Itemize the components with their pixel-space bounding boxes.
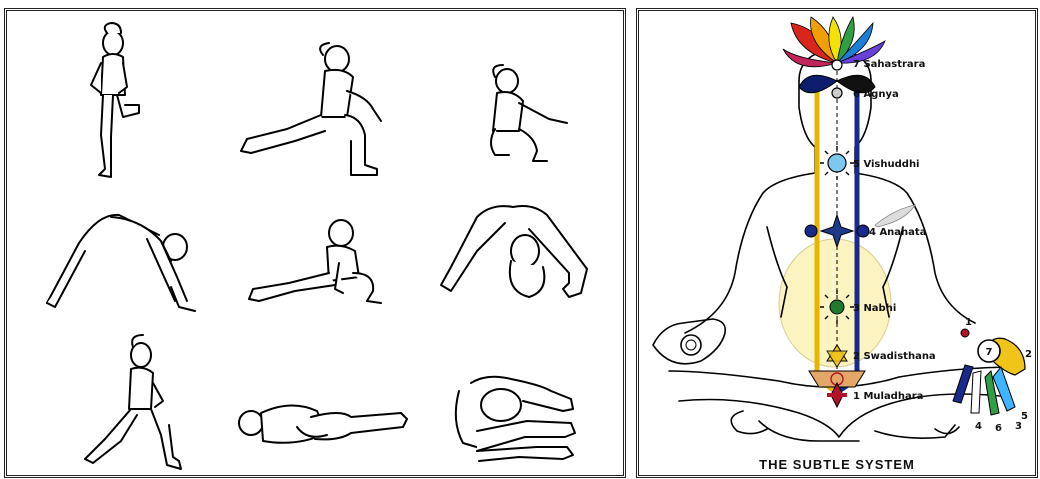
chakra-label-sahastrara: 7 Sahastrara [853,59,925,70]
standing-quad-stretch-figure [91,23,139,177]
chakra-7-sahastrara-symbol [832,60,842,70]
subtle-system-panel: 7 1 2 3 4 5 6 [636,8,1038,478]
lying-stretch-figure [239,405,407,442]
right-palm-fingers: 7 1 2 3 4 5 6 [953,317,1032,434]
finger-number-6: 6 [995,423,1002,434]
finger-number-3: 3 [1015,421,1022,432]
standing-lunge-figure [85,335,181,469]
diagram-title: THE SUBTLE SYSTEM [759,457,915,472]
stretching-exercises-panel [4,8,626,478]
chakra-label-vishuddhi: 5 Vishuddhi [853,159,919,170]
finger-number-1: 1 [965,317,972,328]
left-palm [653,319,725,364]
chakra-label-muladhara: 1 Muladhara [853,391,923,402]
finger-number-5: 5 [1021,411,1028,422]
wide-leg-fold-figure [441,206,587,297]
side-lunge-figure [249,220,381,303]
lunge-stretch-figure [241,43,381,175]
chakra-label-agnya: 6 Agnya [853,89,899,100]
finger-number-4: 4 [975,421,982,432]
palm-number-7: 7 [986,347,993,358]
chakra-6-agnya-symbol [832,88,842,98]
deep-squat-figure [491,65,567,161]
triangle-stretch-figure [47,215,195,311]
stretching-poses-illustration [7,11,623,475]
subtle-system-diagram: 7 1 2 3 4 5 6 [639,11,1035,475]
finger-number-2: 2 [1025,349,1032,360]
chakra-label-swadisthana: 2 Swadisthana [853,351,936,362]
chakra-label-anahata: 4 Anahata [869,227,926,238]
seated-forward-bend-figure [456,377,575,461]
chakra-label-nabhi: 3 Nabhi [853,303,896,314]
